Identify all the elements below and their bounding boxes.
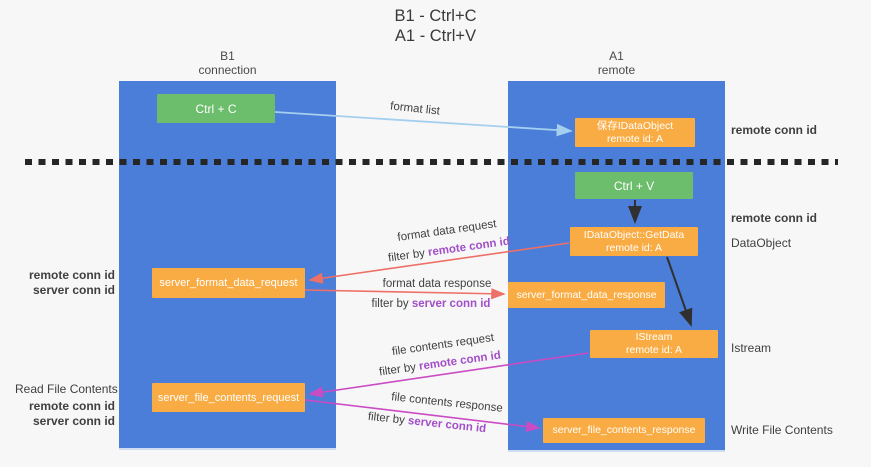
- node-getdata-line1: IDataObject::GetData: [583, 228, 685, 241]
- diagram-title: B1 - Ctrl+C A1 - Ctrl+V: [0, 6, 871, 46]
- lane-a1-sub: remote: [597, 63, 636, 77]
- annotation-remote-conn-id-left-1: remote conn id: [28, 268, 115, 282]
- node-ctrl-c-label: Ctrl + C: [195, 101, 237, 116]
- node-server-file-contents-response: server_file_contents_response: [543, 418, 705, 443]
- lane-b1-name: B1: [220, 49, 235, 63]
- node-server-file-contents-request: server_file_contents_request: [152, 383, 305, 412]
- filter-by-text: filter by: [371, 298, 412, 310]
- node-ctrl-v: Ctrl + V: [575, 172, 693, 199]
- title-line-2: A1 - Ctrl+V: [394, 27, 477, 45]
- annotation-server-conn-id-left-2: server conn id: [32, 414, 115, 428]
- annotation-server-conn-id-left-1: server conn id: [32, 283, 115, 297]
- node-save-idataobject-line1: 保存IDataObject: [596, 119, 674, 132]
- lane-b1-sub: connection: [198, 63, 257, 77]
- node-istream-line2: remote id: A: [625, 344, 683, 356]
- node-server-format-data-response: server_format_data_response: [508, 282, 665, 308]
- annotation-read-file-contents: Read File Contents: [15, 382, 118, 396]
- server-conn-id-text: server conn id: [411, 298, 491, 310]
- annotation-remote-conn-id-mid: remote conn id: [731, 211, 818, 225]
- title-line-1: B1 - Ctrl+C: [394, 7, 477, 25]
- node-idataobject-getdata: IDataObject::GetData remote id: A: [570, 227, 698, 256]
- node-getdata-line2: remote id: A: [605, 241, 663, 254]
- arrow-file-contents-response: [304, 399, 541, 433]
- node-server-format-data-response-label: server_format_data_response: [516, 288, 657, 301]
- annotation-remote-conn-id-top: remote conn id: [731, 123, 818, 137]
- node-server-format-data-request-label: server_format_data_request: [159, 277, 298, 289]
- node-ctrl-v-label: Ctrl + V: [613, 178, 655, 193]
- node-istream-line1: IStream: [635, 331, 673, 343]
- lane-a1-name: A1: [609, 49, 624, 63]
- arrow-format-data-response: [304, 288, 506, 300]
- arrow-format-data-request: [308, 242, 570, 284]
- annotation-istream: Istream: [731, 341, 772, 355]
- node-save-idataobject-line2: remote id: A: [606, 132, 664, 145]
- node-server-file-contents-request-label: server_file_contents_request: [157, 391, 300, 404]
- lane-header-b1: B1 connection: [119, 49, 336, 77]
- edge-label-format-data-response: format data response: [382, 278, 492, 290]
- annotation-write-file-contents: Write File Contents: [731, 423, 833, 437]
- node-server-file-contents-response-label: server_file_contents_response: [552, 424, 696, 436]
- node-save-idataobject: 保存IDataObject remote id: A: [575, 118, 695, 147]
- arrow-format-list: [274, 111, 573, 137]
- lane-header-a1: A1 remote: [508, 49, 725, 77]
- node-server-format-data-request: server_format_data_request: [152, 268, 305, 298]
- arrow-getdata-to-istream: [666, 256, 693, 327]
- node-istream: IStream remote id: A: [590, 330, 718, 358]
- node-ctrl-c: Ctrl + C: [157, 94, 275, 123]
- annotation-dataobject: DataObject: [731, 236, 792, 250]
- edge-label-filter-server-1: filter by server conn id: [372, 298, 491, 310]
- arrow-file-contents-request: [308, 352, 589, 398]
- annotation-remote-conn-id-left-2: remote conn id: [28, 399, 115, 413]
